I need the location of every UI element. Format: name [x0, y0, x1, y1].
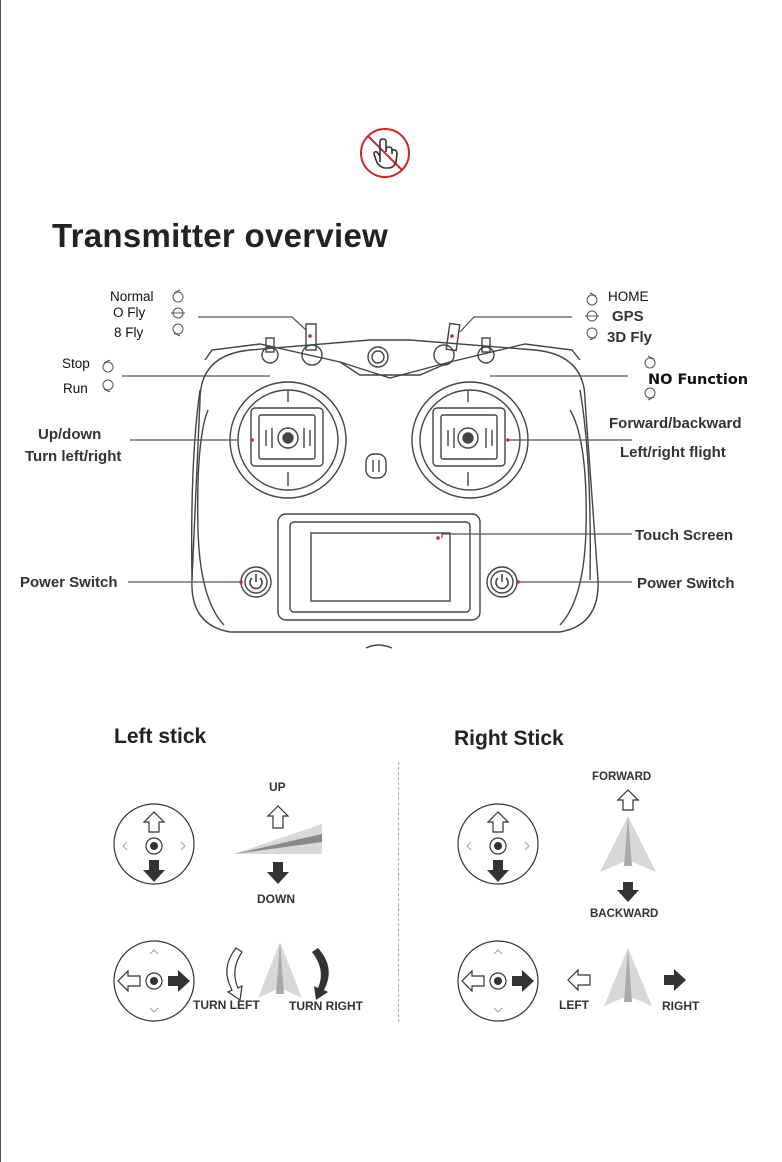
callout-power-switch-left: Power Switch [20, 575, 118, 590]
left-stick-heading: Left stick [114, 725, 206, 749]
label-turn-right: TURN RIGHT [289, 1000, 363, 1012]
throttle-ramp-icon [232, 800, 326, 890]
callout-left-right-flight: Left/right flight [620, 445, 726, 460]
label-down: DOWN [257, 893, 295, 905]
label-forward: FORWARD [592, 772, 651, 784]
pitch-plane-icon [596, 786, 660, 908]
label-backward: BACKWARD [590, 909, 658, 921]
two-position-switch-icon [98, 358, 120, 394]
switch-label-8-fly: 8 Fly [114, 326, 143, 340]
callout-up-down: Up/down [38, 427, 101, 442]
switch-label-run: Run [63, 382, 88, 396]
callout-touch-screen: Touch Screen [635, 528, 733, 543]
callout-forward-backward: Forward/backward [609, 416, 742, 431]
yaw-plane-icon [218, 938, 342, 1004]
switch-label-no-function: NO Function [648, 373, 748, 388]
right-stick-heading: Right Stick [454, 727, 564, 751]
switch-label-home: HOME [608, 290, 649, 304]
label-right: RIGHT [662, 1000, 699, 1012]
no-touch-icon [358, 126, 412, 180]
left-stick-throttle-icon [112, 800, 196, 886]
switch-label-gps: GPS [612, 309, 644, 324]
label-up: UP [269, 781, 286, 793]
callout-turn-left-right: Turn left/right [25, 449, 121, 464]
page-title: Transmitter overview [52, 217, 388, 255]
three-position-switch-icon [168, 288, 190, 338]
label-turn-left: TURN LEFT [193, 999, 260, 1011]
switch-label-normal: Normal [110, 290, 154, 304]
callout-power-switch-right: Power Switch [637, 576, 735, 591]
switch-label-stop: Stop [62, 357, 90, 371]
right-stick-roll-icon [456, 938, 540, 1024]
two-position-switch-icon [640, 353, 662, 403]
switch-label-3d-fly: 3D Fly [607, 330, 652, 345]
section-divider [398, 762, 399, 1022]
label-left: LEFT [559, 999, 589, 1011]
switch-label-o-fly: O Fly [113, 306, 145, 320]
three-position-switch-icon [582, 290, 604, 344]
right-stick-pitch-icon [456, 800, 540, 886]
left-stick-yaw-icon [112, 938, 196, 1024]
